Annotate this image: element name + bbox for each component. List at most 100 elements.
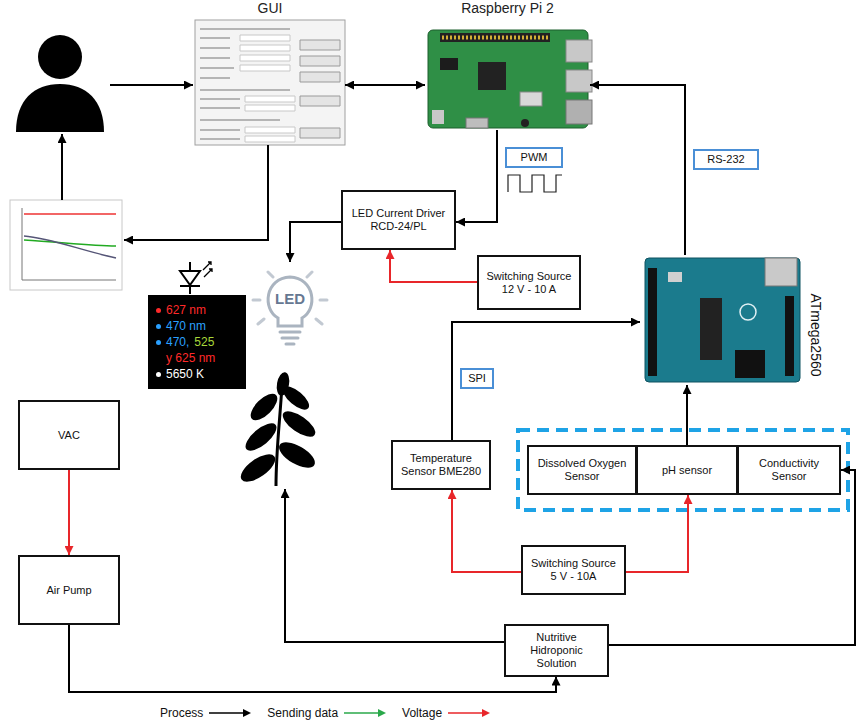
legend-arrow-head	[243, 709, 251, 717]
bullet-dot	[156, 308, 161, 313]
node-text: LED	[250, 290, 330, 307]
process-connector	[69, 625, 556, 692]
bullet-dot	[156, 356, 161, 361]
user-to-gui-arrow	[110, 84, 193, 86]
node-text: RS-232	[707, 153, 744, 166]
chart-axes	[22, 208, 116, 280]
process-box: Nutritive Hidroponic Solution	[504, 624, 609, 677]
usb-port	[566, 40, 592, 62]
node-text: Temperature Sensor BME280	[399, 452, 483, 478]
legend-row: 5650 K	[156, 366, 215, 382]
text-block: VAC	[58, 429, 80, 442]
node-text: Nutritive Hidroponic Solution	[512, 631, 601, 670]
process-box: Switching Source 5 V - 10A	[521, 545, 626, 595]
voltage-connector	[390, 250, 477, 282]
node-text: Conductivity Sensor	[745, 457, 833, 483]
plant-icon	[236, 371, 319, 487]
legend-row: 627 nm	[156, 302, 215, 318]
text-block: pH sensor	[662, 464, 712, 477]
text-block: 627 nm470 nm470,525y 625 nm5650 K	[156, 302, 215, 382]
pin-header	[785, 296, 794, 376]
node-text: 627 nm	[166, 302, 206, 318]
hdmi-port	[466, 118, 488, 128]
component	[520, 92, 542, 106]
sensor-group-outline	[518, 430, 848, 510]
text-block: Raspberry Pi 2	[461, 0, 554, 17]
raspberry-pi-board	[428, 30, 592, 128]
legend-row: 470,525	[156, 334, 215, 350]
node-text: SPI	[468, 372, 486, 385]
signal-tag: SPI	[460, 368, 494, 389]
text-block: GUI	[258, 0, 283, 17]
text-block: RS-232	[707, 153, 744, 166]
pcb	[428, 30, 588, 128]
ethernet-port	[566, 100, 592, 124]
component	[668, 272, 682, 282]
node-text: ATmega2560	[808, 293, 824, 376]
sensor-box: Conductivity Sensor	[737, 445, 841, 495]
process-box: VAC	[18, 400, 120, 470]
bulb-outline	[250, 262, 330, 352]
legend-arrow-head	[378, 709, 386, 717]
node-text: 5650 K	[166, 366, 204, 382]
legend-row: 470 nm	[156, 318, 215, 334]
text-block: Air Pump	[46, 584, 91, 597]
voltage-connector	[452, 490, 521, 572]
text-block: SPI	[468, 372, 486, 385]
power-port	[432, 110, 444, 124]
pin-header	[648, 268, 657, 376]
chart-to-user-arrow	[61, 134, 63, 200]
chart-frame	[10, 200, 122, 290]
text-block: PWM	[521, 151, 548, 164]
person-body	[16, 84, 104, 132]
pwm-wave	[508, 175, 562, 192]
solution-to-plant-arrow	[285, 489, 505, 642]
leaf	[279, 407, 319, 442]
voltage-connector	[626, 495, 688, 572]
node-text: PWM	[521, 151, 548, 164]
node-text: 525	[194, 334, 214, 350]
leaf	[246, 389, 281, 424]
bullet-dot	[156, 372, 161, 377]
text-block: Nutritive Hidroponic Solution	[512, 631, 601, 670]
process-box: Switching Source 12 V - 10 A	[477, 255, 581, 310]
legend-arrow-line	[209, 712, 244, 714]
chart-series	[24, 213, 116, 215]
node-text: Dissolved Oxygen Sensor	[535, 457, 629, 483]
wavelength-panel: 627 nm470 nm470,525y 625 nm5650 K	[148, 295, 246, 389]
text-block: Switching Source 12 V - 10 A	[485, 270, 573, 296]
leaf	[236, 449, 279, 487]
board-logo	[740, 304, 756, 320]
legend-arrow	[447, 708, 491, 718]
legend-label: Process	[160, 706, 203, 720]
process-connector	[452, 322, 640, 440]
bullet-dot	[156, 324, 161, 329]
gui-input-fields	[240, 35, 295, 142]
text-block: Conductivity Sensor	[745, 457, 833, 483]
gpio-pins	[442, 36, 548, 40]
node-text: GUI	[258, 0, 283, 17]
results-chart	[10, 200, 122, 290]
voltage-connector	[68, 470, 70, 555]
node-text: pH sensor	[662, 464, 712, 477]
leaf	[275, 371, 291, 397]
usb-port	[765, 258, 797, 286]
person-head	[38, 35, 82, 79]
chart-series	[24, 236, 116, 258]
node-text: Air Pump	[46, 584, 91, 597]
signal-tag: RS-232	[693, 149, 759, 170]
process-connector	[590, 85, 685, 255]
node-text: LED Current Driver RCD-24/PL	[349, 207, 448, 233]
process-connector	[456, 130, 497, 222]
legend-label: Voltage	[402, 706, 442, 720]
legend-arrow	[208, 708, 252, 718]
cpu-chip	[478, 62, 506, 90]
process-connector	[686, 385, 688, 445]
text-block: Switching Source 5 V - 10A	[529, 557, 618, 583]
process-box: LED Current Driver RCD-24/PL	[341, 190, 456, 250]
light-arrows	[203, 262, 212, 277]
